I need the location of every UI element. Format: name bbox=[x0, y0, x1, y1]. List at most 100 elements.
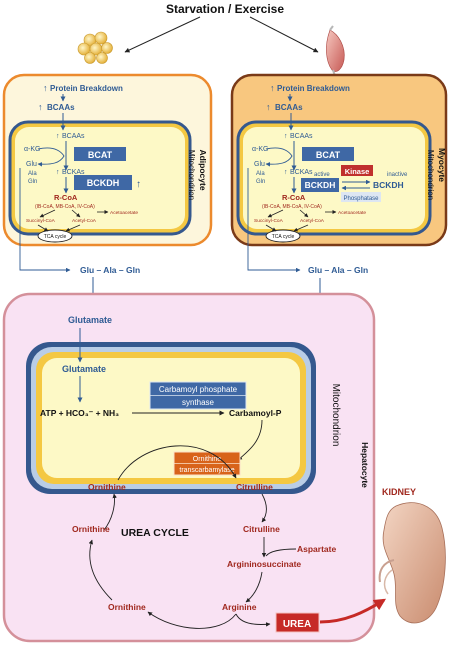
adipocyte-export-path bbox=[19, 168, 71, 273]
adipocyte-up-arrow-bckas: ↑ bbox=[56, 169, 60, 176]
myocyte-ala: Ala bbox=[256, 171, 265, 177]
adipocyte-bcat-enzyme bbox=[74, 147, 126, 161]
myocyte-up-arrow-bckas: ↑ bbox=[284, 169, 288, 176]
adipocyte-bckas: BCKAs bbox=[62, 169, 85, 176]
adipocyte-acetyl: Acetyl-CoA bbox=[72, 218, 97, 224]
urea-label: UREA bbox=[283, 619, 311, 630]
ornithine-mito: Ornithine bbox=[88, 482, 126, 492]
myocyte-arrow-8 bbox=[293, 224, 309, 232]
urea-to-kidney-arrow bbox=[319, 598, 387, 624]
myocyte-bcat-label: BCAT bbox=[316, 150, 341, 160]
adipocyte-rcoa: R-CoA bbox=[54, 193, 78, 202]
myocyte-glu: Glu bbox=[254, 161, 265, 168]
myocyte-tca-cycle bbox=[265, 229, 301, 243]
cps-enzyme-line2: synthase bbox=[182, 398, 215, 407]
ornithine-lower: Ornithine bbox=[108, 602, 146, 612]
otc-enzyme-line2: transcarbamylase bbox=[179, 467, 234, 474]
myocyte-mito-label: Mitochondrion bbox=[426, 150, 435, 200]
urea-cycle-label: UREA CYCLE bbox=[121, 527, 189, 539]
myocyte-acetyl: Acetyl-CoA bbox=[300, 218, 325, 224]
arginine: Arginine bbox=[222, 602, 257, 612]
hepatocyte-glutamate-mito: Glutamate bbox=[62, 364, 106, 374]
aspartate: Aspartate bbox=[297, 544, 336, 554]
adipocyte-label: Adipocyte bbox=[198, 149, 208, 190]
ornithine-upper: Ornithine bbox=[72, 524, 110, 534]
myocyte-succinyl: Succinyl-CoA bbox=[254, 218, 284, 224]
myocyte-kinase-box bbox=[341, 165, 373, 176]
adipose-tissue-icon bbox=[77, 31, 113, 64]
cycle-arc-citrulline-out bbox=[261, 493, 267, 523]
adipocyte-up-arrow-bcaas-mito: ↑ bbox=[56, 133, 60, 140]
urea-box bbox=[275, 612, 320, 633]
myocyte-arrow-7 bbox=[265, 224, 277, 232]
adipocyte-glu: Glu bbox=[26, 161, 37, 168]
hepatocyte-mito-label: Mitochondrion bbox=[330, 384, 341, 447]
myocyte-up-arrow-protein: ↑ bbox=[270, 83, 275, 93]
myocyte-export-path bbox=[247, 168, 301, 273]
cycle-arc-ornithine-up bbox=[103, 493, 117, 531]
citrulline-cyto: Citrulline bbox=[243, 524, 280, 534]
myocyte-bckdh-enzyme bbox=[301, 178, 339, 192]
kidney-icon bbox=[378, 502, 446, 624]
myocyte-acetoacetate: Acetoacetate bbox=[338, 210, 366, 216]
adipocyte-up-arrow-bcaas: ↑ bbox=[38, 102, 43, 112]
adipocyte-bckdh-enzyme bbox=[74, 175, 132, 190]
myocyte-bcat-enzyme bbox=[302, 147, 354, 161]
myocyte-gln: Gln bbox=[256, 179, 265, 185]
argininosuccinate: Argininosuccinate bbox=[227, 559, 301, 569]
adipocyte-rcoa-sub: (IB-CoA, MB-CoA, IV-CoA) bbox=[35, 204, 95, 210]
myocyte-bcaas-mito: BCAAs bbox=[290, 133, 313, 140]
kidney-label: KIDNEY bbox=[382, 487, 416, 497]
myocyte-akg: α-KG bbox=[252, 146, 269, 153]
adipocyte-bcaas-mito: BCAAs bbox=[62, 133, 85, 140]
arginine-to-ornithine-arrow bbox=[147, 611, 237, 629]
adipocyte-transamination-arc bbox=[37, 147, 65, 167]
carbamoyl-phosphate: Carbamoyl-P bbox=[229, 408, 282, 418]
adipocyte-protein-breakdown: Protein Breakdown bbox=[50, 84, 123, 93]
adipocyte-ala: Ala bbox=[28, 171, 37, 177]
myocyte-bckdh-label: BCKDH bbox=[305, 180, 336, 190]
myocyte-transamination-arc bbox=[265, 147, 293, 167]
adipocyte-arrow-5b bbox=[71, 209, 81, 218]
aspartate-arrow bbox=[265, 548, 297, 557]
myocyte-inactive-label: inactive bbox=[387, 172, 408, 178]
adipocyte-mito-label: Mitochondrion bbox=[187, 150, 196, 200]
myocyte-label: Myocyte bbox=[437, 148, 447, 182]
myocyte-up-arrow-bcaas-mito: ↑ bbox=[284, 133, 288, 140]
cps-enzyme-line1: Carbamoyl phosphate bbox=[159, 385, 238, 394]
title-arrow-left bbox=[124, 16, 201, 53]
myocyte-rcoa: R-CoA bbox=[282, 193, 306, 202]
adipocyte-bckdh-label: BCKDH bbox=[87, 178, 120, 188]
myocyte-phosphatase-box bbox=[341, 192, 381, 202]
diagram-title: Starvation / Exercise bbox=[166, 2, 284, 16]
myocyte-protein-breakdown: Protein Breakdown bbox=[277, 84, 350, 93]
adipocyte-arrow-5a bbox=[39, 209, 56, 218]
myocyte-bckas: BCKAs bbox=[290, 169, 313, 176]
myocyte-phosphatase-label: Phosphatase bbox=[343, 196, 379, 202]
myocyte-kinase-label: Kinase bbox=[345, 167, 370, 176]
myocyte-up-arrow-bcaas: ↑ bbox=[266, 102, 271, 112]
adipocyte-tca-cycle bbox=[37, 229, 73, 243]
urea-reactants: ATP + HCO₃⁻ + NH₃ bbox=[40, 408, 119, 418]
adipocyte-tca-label: TCA cycle bbox=[44, 234, 67, 240]
adipocyte-bckdh-up-arrow: ↑ bbox=[136, 179, 141, 190]
title-arrow-right bbox=[249, 16, 319, 53]
myocyte-rcoa-sub: (IB-CoA, MB-CoA, IV-CoA) bbox=[262, 204, 322, 210]
carbamoyl-to-citrulline-arrow bbox=[237, 419, 263, 461]
adipocyte-acetoacetate: Acetoacetate bbox=[110, 210, 138, 216]
myocyte-arrow-5a bbox=[267, 209, 284, 218]
otc-cycle-arc bbox=[117, 445, 237, 481]
adipocyte-export: Glu – Ala – Gln bbox=[80, 265, 140, 275]
myocyte-export: Glu – Ala – Gln bbox=[308, 265, 368, 275]
argsucc-to-arginine-arrow bbox=[245, 571, 263, 603]
adipocyte-arrow-8 bbox=[65, 224, 81, 232]
citrulline-mito: Citrulline bbox=[236, 482, 273, 492]
adipocyte-up-arrow-protein: ↑ bbox=[43, 83, 48, 93]
adipocyte-gln: Gln bbox=[28, 179, 37, 185]
adipocyte-succinyl: Succinyl-CoA bbox=[26, 218, 56, 224]
ornithine-lower-to-upper-arrow bbox=[88, 539, 113, 601]
myocyte-bckdh-inactive: BCKDH bbox=[373, 180, 404, 190]
muscle-icon bbox=[326, 25, 345, 77]
